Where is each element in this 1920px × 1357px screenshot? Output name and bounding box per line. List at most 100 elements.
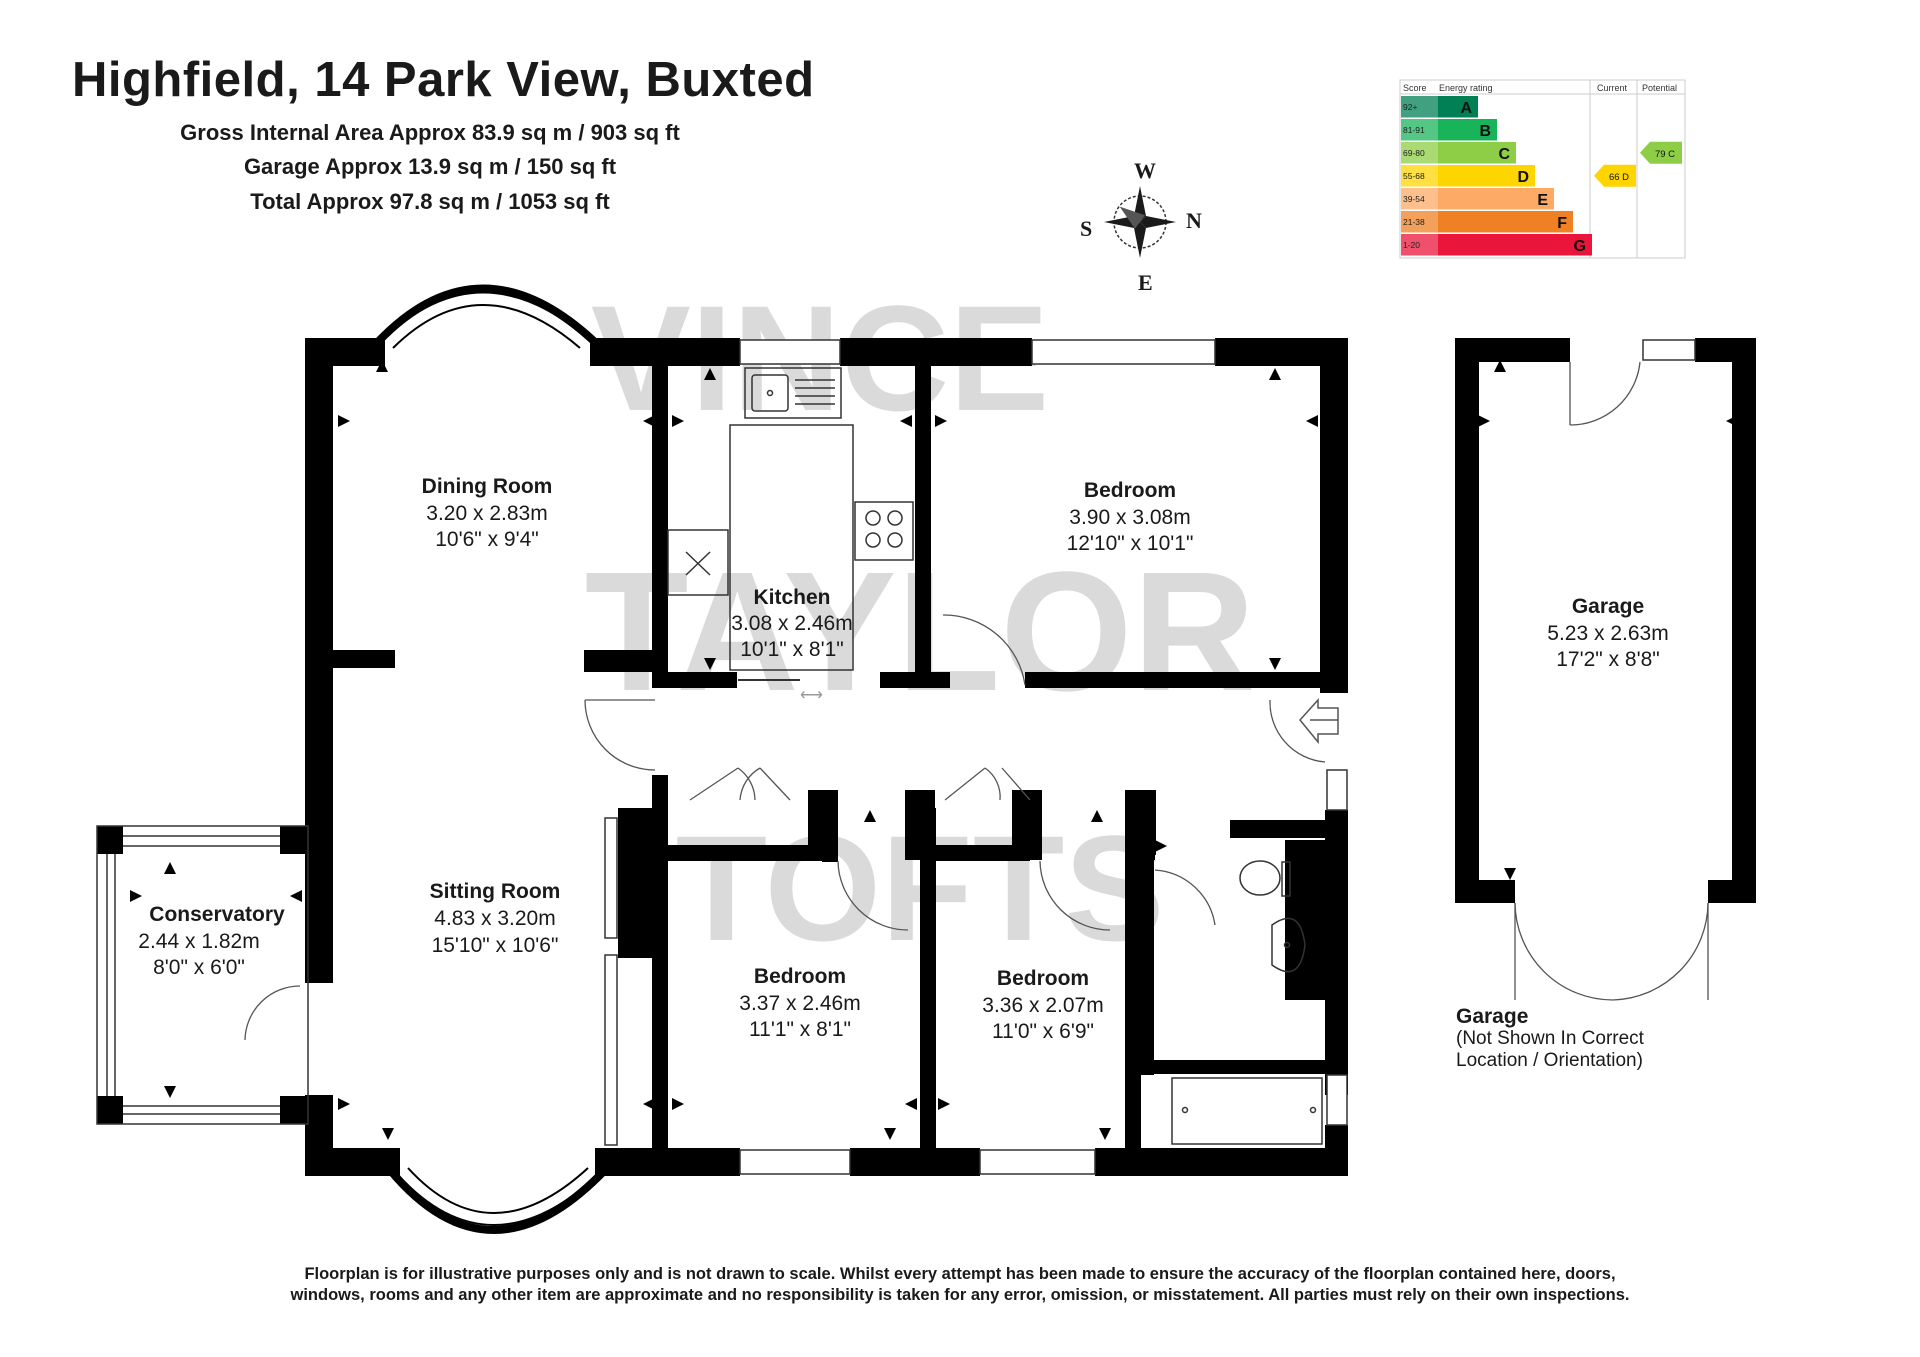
room-bedroom-1: Bedroom 3.90 x 3.08m 12'10" x 10'1" [1067, 479, 1194, 555]
compass-needle-n [1140, 216, 1176, 228]
disclaimer: Floorplan is for illustrative purposes o… [230, 1264, 1690, 1306]
wall-closet-b [822, 790, 838, 862]
room-name: Sitting Room [430, 880, 561, 903]
wall-bed2-top [652, 845, 827, 861]
epc-band-range: 69-80 [1403, 148, 1425, 158]
room-kitchen: Kitchen 3.08 x 2.46m 10'1" x 8'1" [731, 586, 852, 661]
kitchen-boiler [667, 529, 729, 596]
epc-band-score-d [1401, 165, 1438, 187]
room-name: Bedroom [1084, 479, 1176, 502]
windows [604, 339, 1348, 1175]
wall-bed2-left [652, 808, 668, 1148]
garage-note-line-1: (Not Shown In Correct [1456, 1028, 1644, 1049]
room-imperial: 11'0" x 6'9" [992, 1020, 1094, 1043]
room-dining: Dining Room 3.20 x 2.83m 10'6" x 9'4" [422, 475, 553, 551]
room-imperial: 10'6" x 9'4" [435, 528, 539, 551]
room-metric: 3.36 x 2.07m [982, 994, 1103, 1017]
sink-bowl [751, 374, 789, 412]
wash-basin [1271, 917, 1306, 973]
epc-band-score-a [1401, 96, 1438, 118]
room-imperial: 12'10" x 10'1" [1067, 532, 1194, 555]
wall-top-c [700, 338, 740, 366]
wall-bath-top [1140, 790, 1156, 855]
doors [244, 614, 1326, 1041]
epc-band-score-f [1401, 211, 1438, 233]
wall-cons-tr [280, 826, 308, 854]
epc-band-g [1438, 234, 1592, 256]
kitchen-sink [744, 367, 842, 419]
wall-bottom-a [305, 1148, 400, 1176]
wall-bottom-b [595, 1148, 740, 1176]
wall-kitchen-bedroom [915, 362, 931, 687]
room-name: Dining Room [422, 475, 553, 498]
room-metric: 3.08 x 2.46m [731, 612, 852, 635]
compass: W N S E [1080, 158, 1202, 295]
wall-dining-kitchen [652, 362, 668, 672]
compass-needle-e [1134, 222, 1146, 258]
room-bedroom-3: Bedroom 3.36 x 2.07m 11'0" x 6'9" [982, 967, 1103, 1043]
epc-band-range: 81-91 [1403, 125, 1425, 135]
kitchen-hob [854, 501, 914, 561]
room-imperial: 8'0" x 6'0" [153, 956, 245, 979]
epc-rating-chart: Score Energy rating Current Potential 92… [1399, 79, 1686, 259]
epc-band-letter: G [1574, 238, 1586, 255]
wall-cons-bl [97, 1096, 123, 1124]
room-imperial: 11'1" x 8'1" [749, 1018, 851, 1041]
room-labels: Dining Room 3.20 x 2.83m 10'6" x 9'4" Ki… [138, 475, 1668, 1043]
garage-note-heading: Garage [1456, 1005, 1529, 1028]
epc-band-letter: C [1498, 146, 1510, 163]
wall-sitting-right-stub [584, 650, 624, 672]
walls [97, 338, 1348, 1176]
wall-bath-wc [1230, 820, 1340, 838]
compass-label-n: N [1186, 208, 1202, 233]
compass-needle-diag [1119, 206, 1146, 229]
epc-band-range: 92+ [1403, 102, 1417, 112]
bay-windows [372, 284, 608, 1234]
wall-top-a [305, 338, 385, 366]
epc-band-a [1438, 96, 1478, 118]
wall-cons-br [280, 1096, 308, 1124]
wall-bed3-top [920, 845, 1030, 861]
room-imperial: 17'2" x 8'8" [1556, 648, 1660, 671]
wall-kitchen-bottom-a [652, 672, 737, 688]
wall-bath-bottom [1140, 1060, 1340, 1074]
total-area: Total Approx 97.8 sq m / 1053 sq ft [250, 189, 610, 214]
room-metric: 3.37 x 2.46m [739, 992, 860, 1015]
epc-band-d [1438, 165, 1535, 187]
epc-band-e [1438, 188, 1554, 210]
epc-band-letter: E [1537, 192, 1548, 209]
epc-band-c [1438, 142, 1516, 164]
kitchen-fittings: ⟷ [667, 367, 914, 704]
room-imperial: 15'10" x 10'6" [432, 934, 559, 957]
epc-current-header: Current [1597, 83, 1628, 93]
wall-bottom-c [850, 1148, 980, 1176]
room-name: Bedroom [754, 965, 846, 988]
room-imperial: 10'1" x 8'1" [740, 638, 844, 661]
wall-closet-d [1012, 790, 1042, 860]
kitchen-worktop [729, 424, 854, 671]
room-name: Garage [1572, 595, 1644, 618]
epc-band-letter: D [1517, 169, 1529, 186]
wall-bottom-d [1095, 1148, 1348, 1176]
room-metric: 4.83 x 3.20m [434, 907, 555, 930]
room-metric: 2.44 x 1.82m [138, 930, 259, 953]
room-metric: 3.20 x 2.83m [426, 502, 547, 525]
epc-band-range: 39-54 [1403, 194, 1425, 204]
epc-potential-arrow [1640, 141, 1682, 164]
wall-bed3-bath [1125, 855, 1141, 1150]
entrance-arrow [1299, 698, 1339, 745]
compass-label-w: W [1134, 158, 1156, 183]
wc [1239, 860, 1281, 896]
epc-arrows: 66 D79 C [1594, 141, 1682, 187]
wall-right-upper [1320, 338, 1348, 693]
bath-tub [1171, 1077, 1323, 1145]
conservatory-glazing [96, 825, 309, 1125]
wall-bath-left [1140, 855, 1154, 1075]
room-name: Conservatory [149, 903, 285, 926]
wall-kitchen-bottom-b [880, 672, 950, 688]
compass-label-s: S [1080, 216, 1092, 241]
wall-bath-chimney [1285, 840, 1325, 1000]
epc-current-label: 66 D [1609, 172, 1629, 183]
disclaimer-line-1: Floorplan is for illustrative purposes o… [304, 1265, 1616, 1283]
